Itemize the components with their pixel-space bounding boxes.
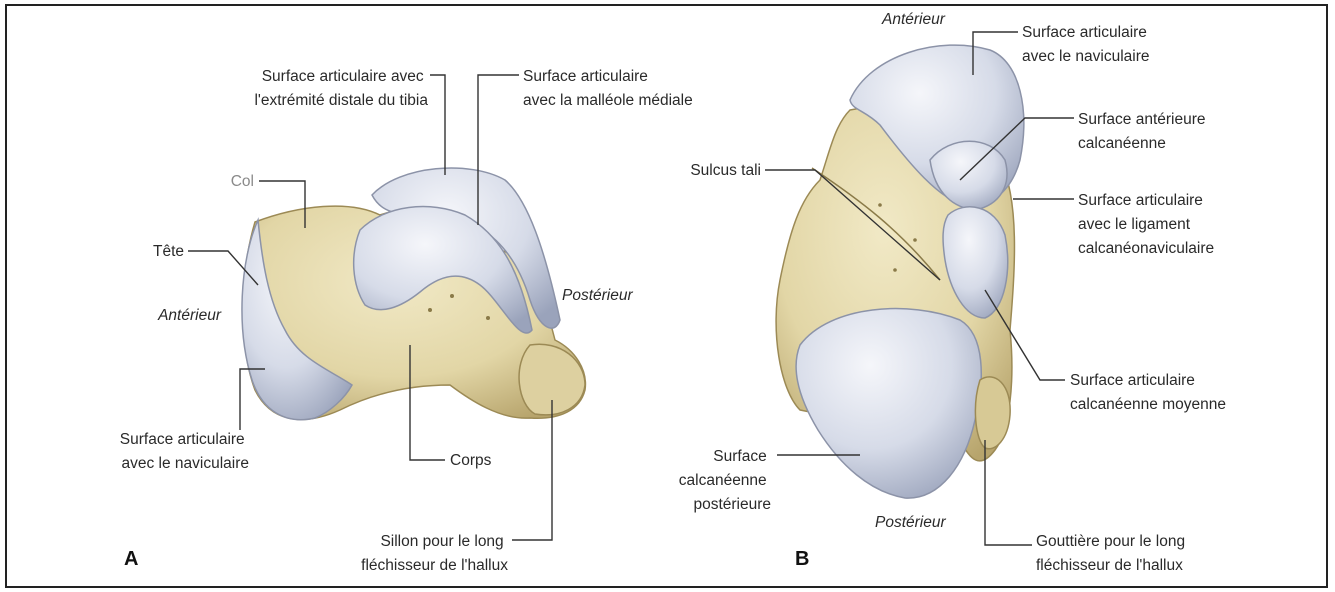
label-ligament-surface: Surface articulaire avec le ligament cal… — [1078, 192, 1214, 257]
label-col: Col — [231, 173, 254, 190]
label-sulcus-tali: Sulcus tali — [690, 162, 761, 179]
label-gouttiere: Gouttière pour le long fléchisseur de l'… — [1036, 533, 1189, 574]
label-posterieur-a: Postérieur — [562, 287, 633, 304]
label-corps: Corps — [450, 452, 492, 469]
label-tibia-surface: Surface articulaire avec l'extrémité dis… — [254, 68, 428, 109]
label-navicular-b: Surface articulaire avec le naviculaire — [1022, 24, 1151, 65]
posterior-tubercle-b — [975, 377, 1010, 449]
label-navicular-a: Surface articulaire avec le naviculaire — [120, 431, 249, 472]
panel-letter-a: A — [124, 548, 138, 570]
label-tete: Tête — [153, 243, 184, 260]
label-sillon: Sillon pour le long fléchisseur de l'hal… — [361, 533, 508, 574]
talus-inferior-view — [765, 32, 1074, 545]
label-anterieur-a: Antérieur — [157, 307, 222, 324]
label-anterieur-b: Antérieur — [881, 11, 946, 28]
label-posterieur-b: Postérieur — [875, 514, 946, 531]
posterior-calcaneal-surface-b — [796, 309, 981, 499]
panel-letter-b: B — [795, 548, 809, 570]
label-posterior-calcaneal: Surface calcanéenne postérieure — [679, 448, 771, 513]
label-anterior-calcaneal: Surface antérieure calcanéenne — [1078, 111, 1210, 152]
label-middle-calcaneal: Surface articulaire calcanéenne moyenne — [1070, 372, 1226, 413]
label-malleolar-surface: Surface articulaire avec la malléole méd… — [523, 68, 693, 109]
